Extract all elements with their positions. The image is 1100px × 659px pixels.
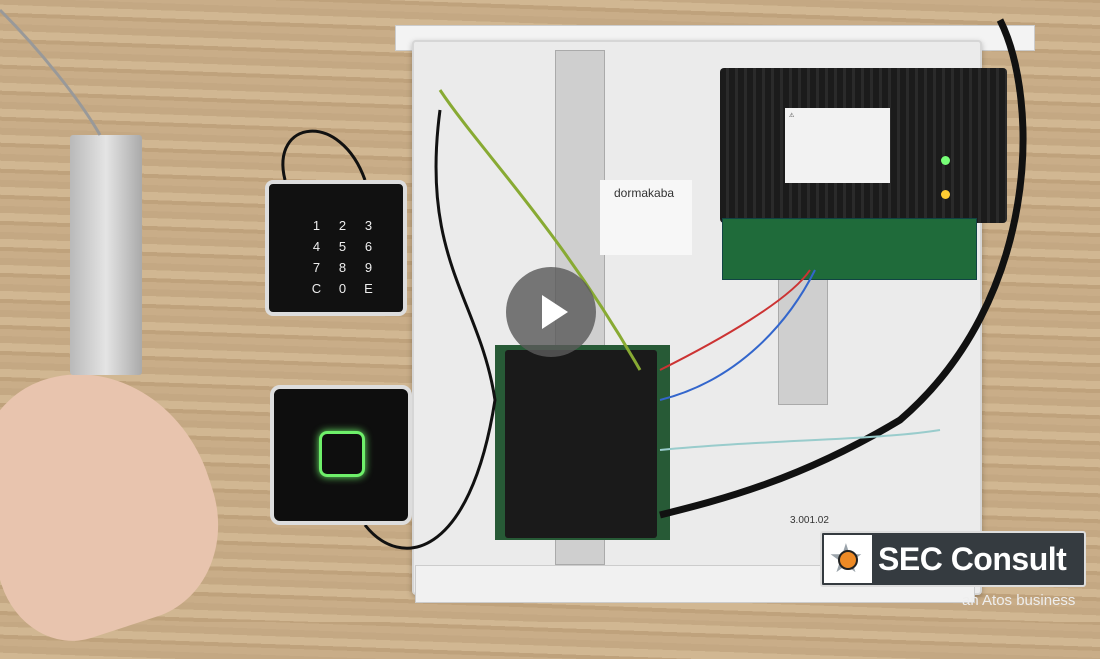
status-led: [941, 190, 950, 199]
play-icon: [542, 295, 568, 329]
logo-tagline: an Atos business: [962, 592, 1076, 609]
product-label: [600, 180, 692, 255]
keypad-key: C: [311, 281, 322, 296]
panel-brand: dormakaba: [614, 186, 675, 200]
keypad-key: E: [364, 281, 373, 296]
keypad-key: 5: [338, 239, 347, 254]
panel-code: 3.001.02: [790, 515, 829, 526]
keypad-key: 7: [312, 260, 321, 275]
wires: [0, 8, 1027, 550]
card-reader: [270, 385, 412, 525]
keypad-key: 3: [364, 218, 373, 233]
keypad-key: 2: [338, 218, 347, 233]
access-controller: [505, 350, 657, 538]
keypad-key: 0: [338, 281, 347, 296]
keypad-key: 9: [364, 260, 373, 275]
keypad-key: 4: [312, 239, 321, 254]
psu-label: ⚠: [785, 108, 890, 183]
reader-indicator-ring: [319, 431, 365, 477]
sec-consult-logo: ★ SEC Consult: [820, 531, 1086, 587]
keypad-key: 1: [312, 218, 321, 233]
electric-door-strike: [70, 135, 142, 375]
power-led: [941, 156, 950, 165]
star-logo-icon: ★: [824, 535, 872, 583]
play-button[interactable]: [506, 267, 596, 357]
keypad-key: 8: [338, 260, 347, 275]
keypad-key: 6: [364, 239, 373, 254]
logo-text: SEC Consult: [878, 540, 1067, 577]
terminal-board: [722, 218, 977, 280]
din-rail: [778, 275, 828, 405]
